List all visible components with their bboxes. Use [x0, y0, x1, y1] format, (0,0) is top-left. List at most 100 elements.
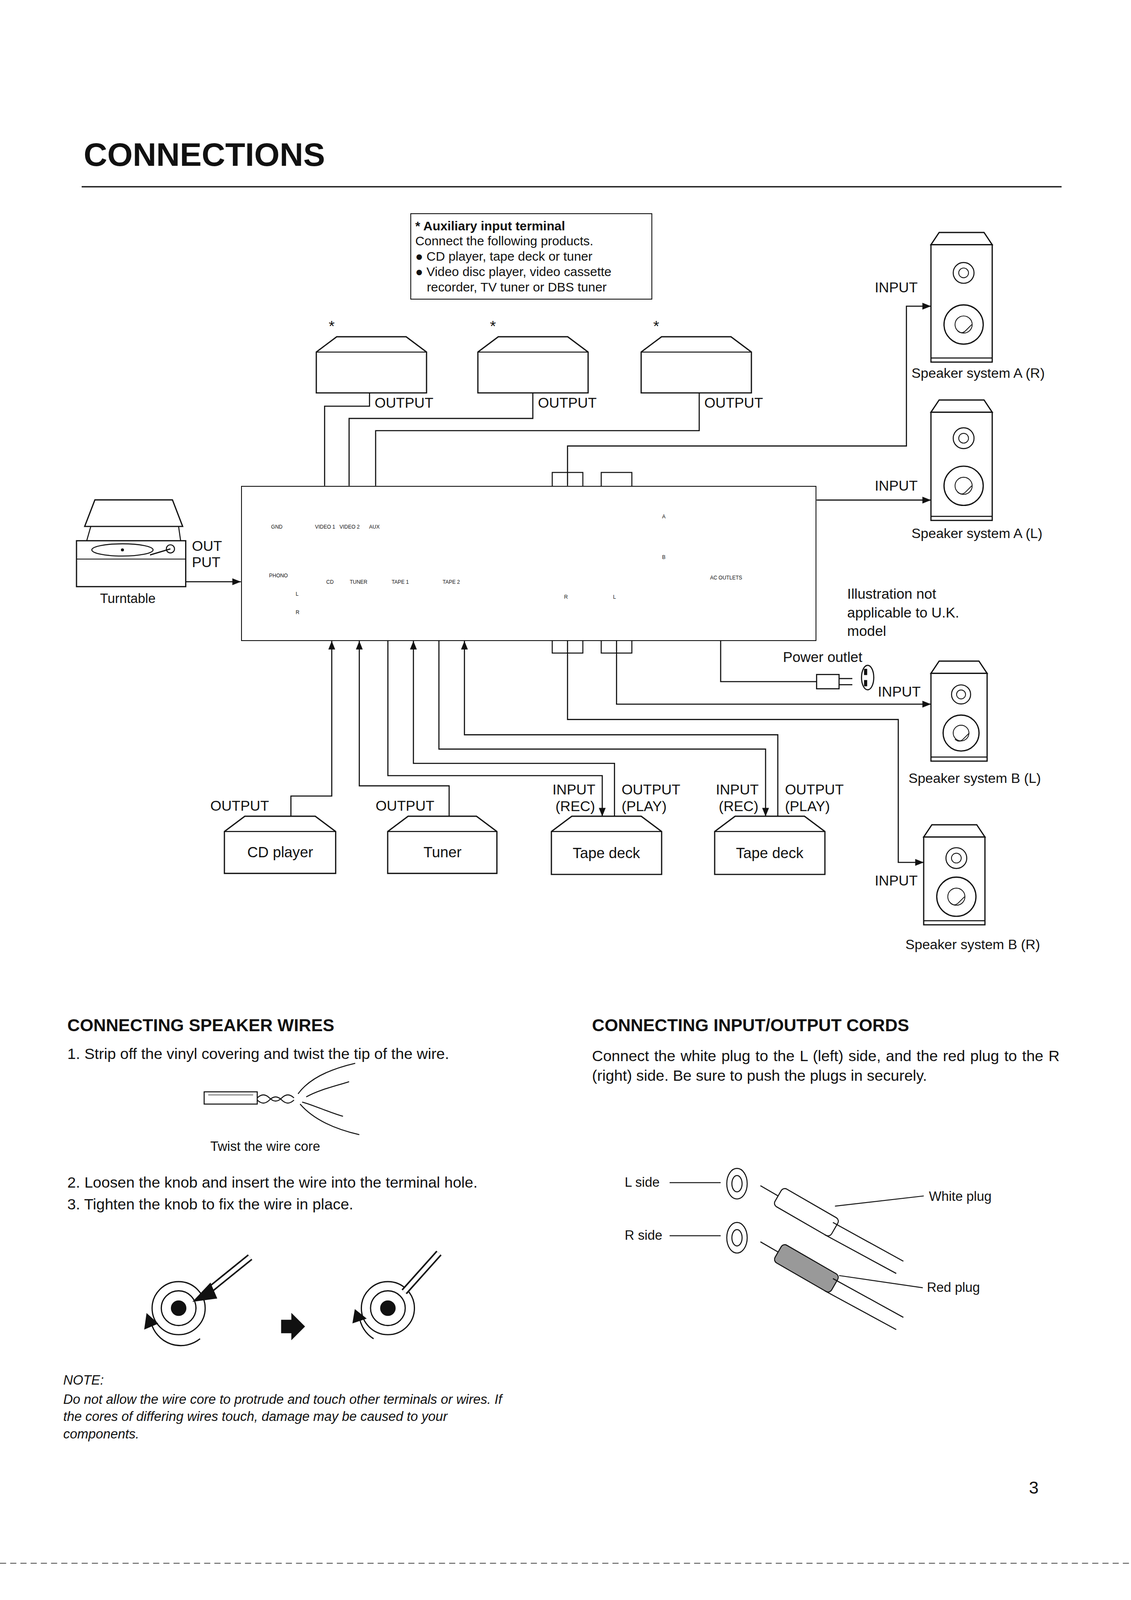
signal-cable	[185, 578, 242, 586]
title-rule	[81, 185, 1062, 188]
speaker-box-outline	[923, 920, 985, 922]
device-name: Tape deck	[551, 831, 662, 875]
signal-cable	[349, 392, 534, 486]
page-rule	[0, 1563, 1131, 1564]
speaker-box-outline	[930, 661, 987, 674]
signal-cable	[324, 392, 370, 486]
terminal-illustration	[161, 1291, 196, 1326]
jack-label: OUTPUT	[374, 394, 433, 412]
turntable-outline	[91, 544, 154, 557]
speaker-box-outline	[923, 824, 985, 925]
terminal-illustration	[152, 1281, 206, 1335]
panel-marking: R	[564, 594, 569, 601]
power-cord	[864, 680, 867, 687]
speaker-box-outline	[943, 305, 984, 345]
panel-marking: L	[295, 591, 299, 598]
leader-line	[669, 1182, 721, 1184]
device-name: CD player	[224, 831, 336, 874]
plug-illustration	[726, 1168, 748, 1200]
speaker-name: Speaker system B (R)	[905, 936, 1040, 953]
speaker-box-outline	[953, 725, 970, 742]
arrowhead	[461, 641, 469, 650]
speaker-box-outline	[930, 357, 993, 359]
plug-illustration	[824, 1291, 897, 1331]
wire-illustration	[204, 1063, 360, 1135]
device-name: Turntable	[100, 591, 156, 607]
device-name: Tape deck	[714, 831, 825, 875]
note-text: Connect the following products.	[415, 233, 648, 249]
panel-marking: GND	[270, 524, 283, 531]
plug-illustration	[726, 1222, 748, 1254]
instruction-text: Connect the white plug to the L (left) s…	[592, 1046, 1060, 1087]
signal-cable	[438, 641, 769, 817]
speaker-box-outline	[957, 324, 972, 333]
speaker-box-outline	[954, 477, 972, 495]
panel-marking: B	[662, 554, 666, 561]
cd-player-outline	[224, 816, 336, 874]
speaker-name: Speaker system A (L)	[911, 525, 1043, 542]
aux-component-outline	[477, 351, 589, 353]
signal-cable	[461, 641, 778, 817]
power-cord	[839, 684, 853, 686]
arrowhead	[328, 641, 336, 650]
speaker-box-outline	[930, 400, 993, 413]
title-rule	[81, 185, 1062, 188]
signal-cable	[464, 641, 778, 817]
callout-label: L side	[624, 1175, 660, 1191]
speaker-box-outline	[930, 661, 987, 762]
speaker-box-outline	[958, 433, 969, 444]
turntable-outline	[150, 549, 171, 556]
jack-label: INPUT	[877, 683, 921, 701]
wire-illustration	[257, 1095, 295, 1102]
arrowhead	[922, 700, 931, 708]
speaker-cable	[567, 302, 931, 486]
instruction-step: 1. Strip off the vinyl covering and twis…	[67, 1044, 568, 1065]
panel-marking: TUNER	[349, 579, 368, 586]
speaker-box-outline	[930, 673, 987, 762]
instruction-step: 3. Tighten the knob to fix the wire in p…	[67, 1194, 568, 1215]
plug-illustration	[731, 1175, 743, 1193]
signal-cable	[324, 392, 370, 486]
plug-illustration	[833, 1278, 904, 1318]
plug-illustration	[726, 1168, 904, 1330]
speaker-box-outline	[930, 756, 987, 758]
plug-illustration	[824, 1234, 897, 1274]
plug-illustration	[755, 1177, 840, 1238]
arrowhead	[232, 578, 242, 586]
wire-illustration	[257, 1097, 295, 1104]
terminal-illustration	[281, 1314, 305, 1339]
signal-cable	[387, 641, 602, 817]
asterisk-mark: *	[653, 317, 660, 336]
page-rule	[0, 1563, 1131, 1564]
speaker-box-outline	[923, 824, 985, 838]
speaker-box-outline	[953, 262, 975, 284]
speaker-box-outline	[930, 244, 993, 363]
speaker-box-outline	[948, 888, 966, 906]
turntable-outline	[84, 500, 183, 527]
plug-illustration	[755, 1233, 840, 1294]
jack-label: OUTPUT	[375, 798, 435, 815]
signal-cable	[413, 641, 615, 817]
panel-marking: AC OUTLETS	[709, 575, 743, 582]
aux-component: *OUTPUT	[316, 336, 427, 393]
aux-component-outline	[477, 336, 589, 393]
terminal-illustration	[171, 1301, 186, 1316]
panel-marking: VIDEO 1	[315, 524, 336, 531]
aux-component-outline	[316, 336, 427, 393]
speaker-box: INPUTSpeaker system A (R)	[930, 232, 993, 363]
leader-line	[669, 1182, 925, 1288]
speaker-box: INPUTSpeaker system A (L)	[930, 400, 993, 521]
speaker-box-outline	[930, 400, 993, 521]
note-bullet: ● Video disc player, video cassette reco…	[415, 264, 648, 295]
plug-illustration	[731, 1229, 743, 1246]
plug-illustration	[772, 1243, 840, 1294]
speaker-box-outline	[943, 466, 984, 506]
panel-marking: A	[662, 514, 666, 521]
panel-marking: AUX	[369, 524, 380, 531]
speaker-box-outline	[953, 427, 975, 449]
speaker-box-outline	[956, 690, 966, 700]
terminal-illustration	[150, 1322, 201, 1347]
panel-marking: TAPE 1	[391, 579, 409, 586]
jack-label: INPUT	[874, 279, 918, 296]
arrowhead	[409, 641, 417, 650]
